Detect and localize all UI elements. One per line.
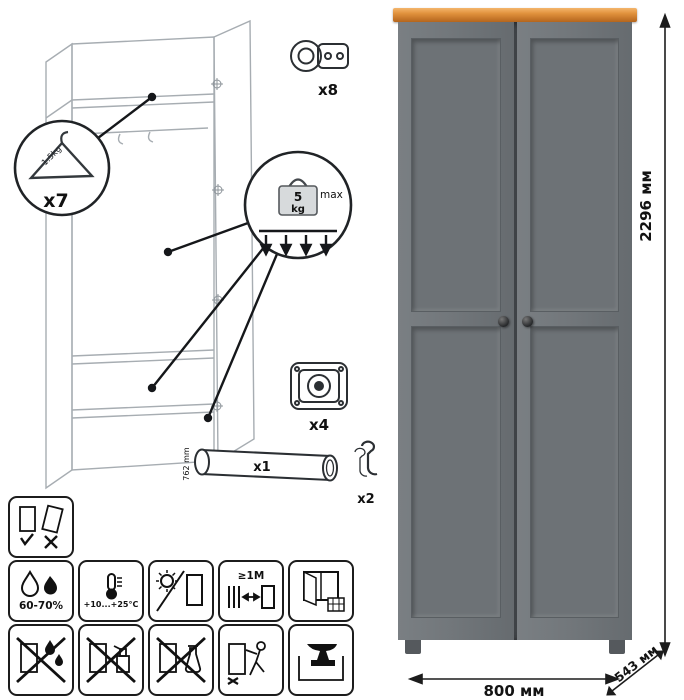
exploded-view-drawing: 1.5kg x7 5 kg max x8 x4 bbox=[13, 19, 378, 507]
hanger-count-label: x7 bbox=[43, 190, 68, 212]
hooks-count-label: x2 bbox=[357, 492, 374, 507]
shelf-load-callout: 5 kg max bbox=[243, 150, 353, 260]
hanger-icon bbox=[28, 141, 95, 180]
no-dragging-icon bbox=[227, 641, 266, 685]
left-door-upper-panel bbox=[411, 38, 501, 312]
height-dimension-label: 2296 мм bbox=[637, 170, 655, 242]
care-temperature: +10...+25°C bbox=[78, 560, 144, 622]
upright-placement-icon bbox=[19, 504, 64, 549]
load-max-label: max bbox=[320, 189, 343, 201]
load-arrows-icon bbox=[259, 235, 333, 257]
wardrobe-body bbox=[398, 22, 632, 640]
rod-count-label: x1 bbox=[253, 460, 270, 475]
min-distance-label: ≥1M bbox=[237, 569, 265, 582]
heavy-items-icon bbox=[298, 644, 344, 681]
wardrobe-wireframe bbox=[45, 19, 255, 490]
hinge-icon bbox=[290, 40, 349, 72]
hanger-hook-icon bbox=[60, 130, 69, 144]
care-ventilation bbox=[288, 560, 354, 622]
care-no-solvents bbox=[148, 624, 214, 696]
right-door-lower-panel bbox=[529, 326, 619, 618]
care-min-distance-heat: ≥1M bbox=[218, 560, 284, 622]
care-humidity: 60-70% bbox=[8, 560, 74, 622]
care-no-direct-sunlight bbox=[148, 560, 214, 622]
left-door-knob bbox=[497, 316, 509, 327]
wardrobe-render bbox=[393, 8, 637, 654]
hooks-icon bbox=[354, 440, 378, 477]
right-door-knob bbox=[521, 316, 533, 327]
wardrobe-right-foot bbox=[609, 640, 625, 654]
wardrobe-right-door bbox=[516, 22, 632, 640]
care-heavy-items bbox=[288, 624, 354, 696]
left-door-lower-panel bbox=[411, 326, 501, 618]
humidity-icon bbox=[20, 569, 57, 597]
temperature-label: +10...+25°C bbox=[83, 600, 139, 610]
ventilation-window-icon bbox=[303, 570, 345, 612]
rod-length-label: 762 mm bbox=[182, 447, 191, 481]
humidity-label: 60-70% bbox=[18, 599, 64, 612]
no-water-icon bbox=[16, 636, 66, 684]
feet-count-label: x4 bbox=[309, 416, 329, 434]
wardrobe-left-foot bbox=[405, 640, 421, 654]
care-no-wet-cleaning bbox=[78, 624, 144, 696]
hanger-callout: 1.5kg x7 bbox=[13, 119, 111, 217]
care-upright-placement bbox=[8, 496, 74, 558]
no-direct-sunlight-icon bbox=[156, 570, 203, 612]
hinges-count-label: x8 bbox=[318, 81, 338, 99]
heat-distance-icon bbox=[228, 585, 275, 609]
callout-connectors bbox=[97, 92, 279, 423]
width-dimension-label: 800 мм bbox=[483, 682, 545, 700]
care-no-water bbox=[8, 624, 74, 696]
weight-block-icon bbox=[278, 185, 318, 216]
care-no-dragging bbox=[218, 624, 284, 696]
temperature-icon bbox=[106, 573, 122, 600]
rod-icon bbox=[194, 448, 338, 482]
load-unit-label: kg bbox=[291, 204, 305, 215]
right-door-upper-panel bbox=[529, 38, 619, 312]
foot-hardware-icon bbox=[290, 362, 348, 410]
no-solvents-icon bbox=[156, 636, 206, 684]
no-wet-cleaning-icon bbox=[86, 636, 136, 684]
load-value-label: 5 bbox=[294, 190, 302, 204]
wardrobe-top-board bbox=[393, 8, 637, 22]
wardrobe-left-door bbox=[398, 22, 514, 640]
